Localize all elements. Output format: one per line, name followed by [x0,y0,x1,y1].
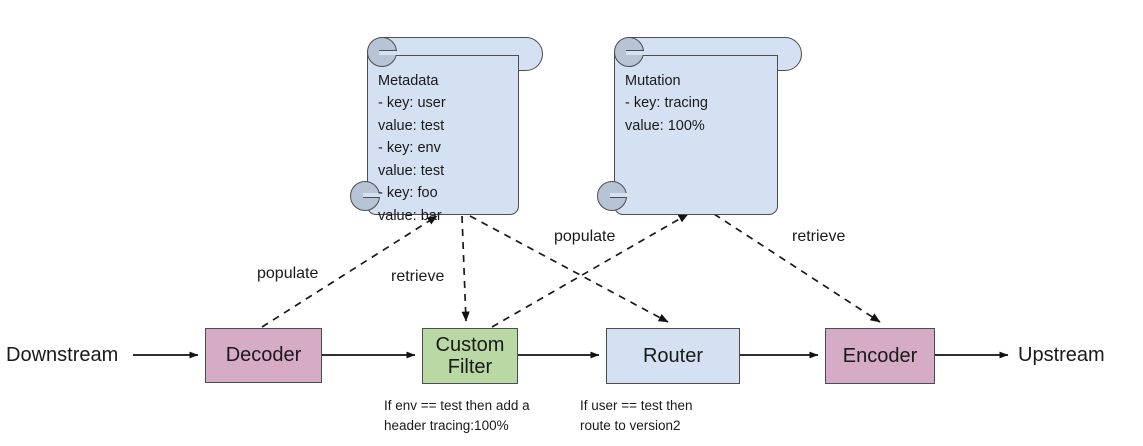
note-router: If user == test then route to version2 [580,398,693,433]
edge-decoder-metadata-populate [261,215,438,328]
scroll-sheet-metadata [367,55,519,215]
node-router[interactable]: Router [606,328,740,384]
upstream-label: Upstream [1018,344,1105,366]
edge-label-retrieve-metadata-filter: retrieve [389,268,447,286]
note-custom-filter: If env == test then add a header tracing… [384,398,530,433]
scroll-curl-top-cut-metadata [379,50,397,55]
scroll-curl-bottom-mutation [597,181,627,211]
scroll-sheet-mutation [614,55,778,215]
scroll-text-mutation: Mutation - key: tracing value: 100% [625,73,708,134]
scroll-curl-bottom-cut-metadata [363,193,380,198]
node-custom-filter[interactable]: Custom Filter [422,328,518,384]
edge-label-populate-filter-mutation: populate [552,228,618,246]
node-encoder[interactable]: Encoder [825,328,935,384]
edge-label-retrieve-mutation-encoder: retrieve [790,228,848,246]
edge-label-populate-decoder-metadata: populate [255,265,321,283]
scroll-mutation[interactable]: Mutation - key: tracing value: 100% [592,33,807,218]
scroll-metadata[interactable]: Metadata - key: user value: test - key: … [345,33,545,224]
scroll-curl-top-cut-mutation [626,50,644,55]
downstream-label: Downstream [6,344,119,366]
node-decoder[interactable]: Decoder [205,328,322,383]
edge-metadata-router-populate [469,215,669,323]
scroll-text-metadata: Metadata - key: user value: test - key: … [378,73,446,224]
scroll-curl-bottom-cut-mutation [610,193,627,198]
edge-customfilter-mutation-populate [491,213,689,328]
edge-metadata-customfilter-retrieve [461,215,470,322]
